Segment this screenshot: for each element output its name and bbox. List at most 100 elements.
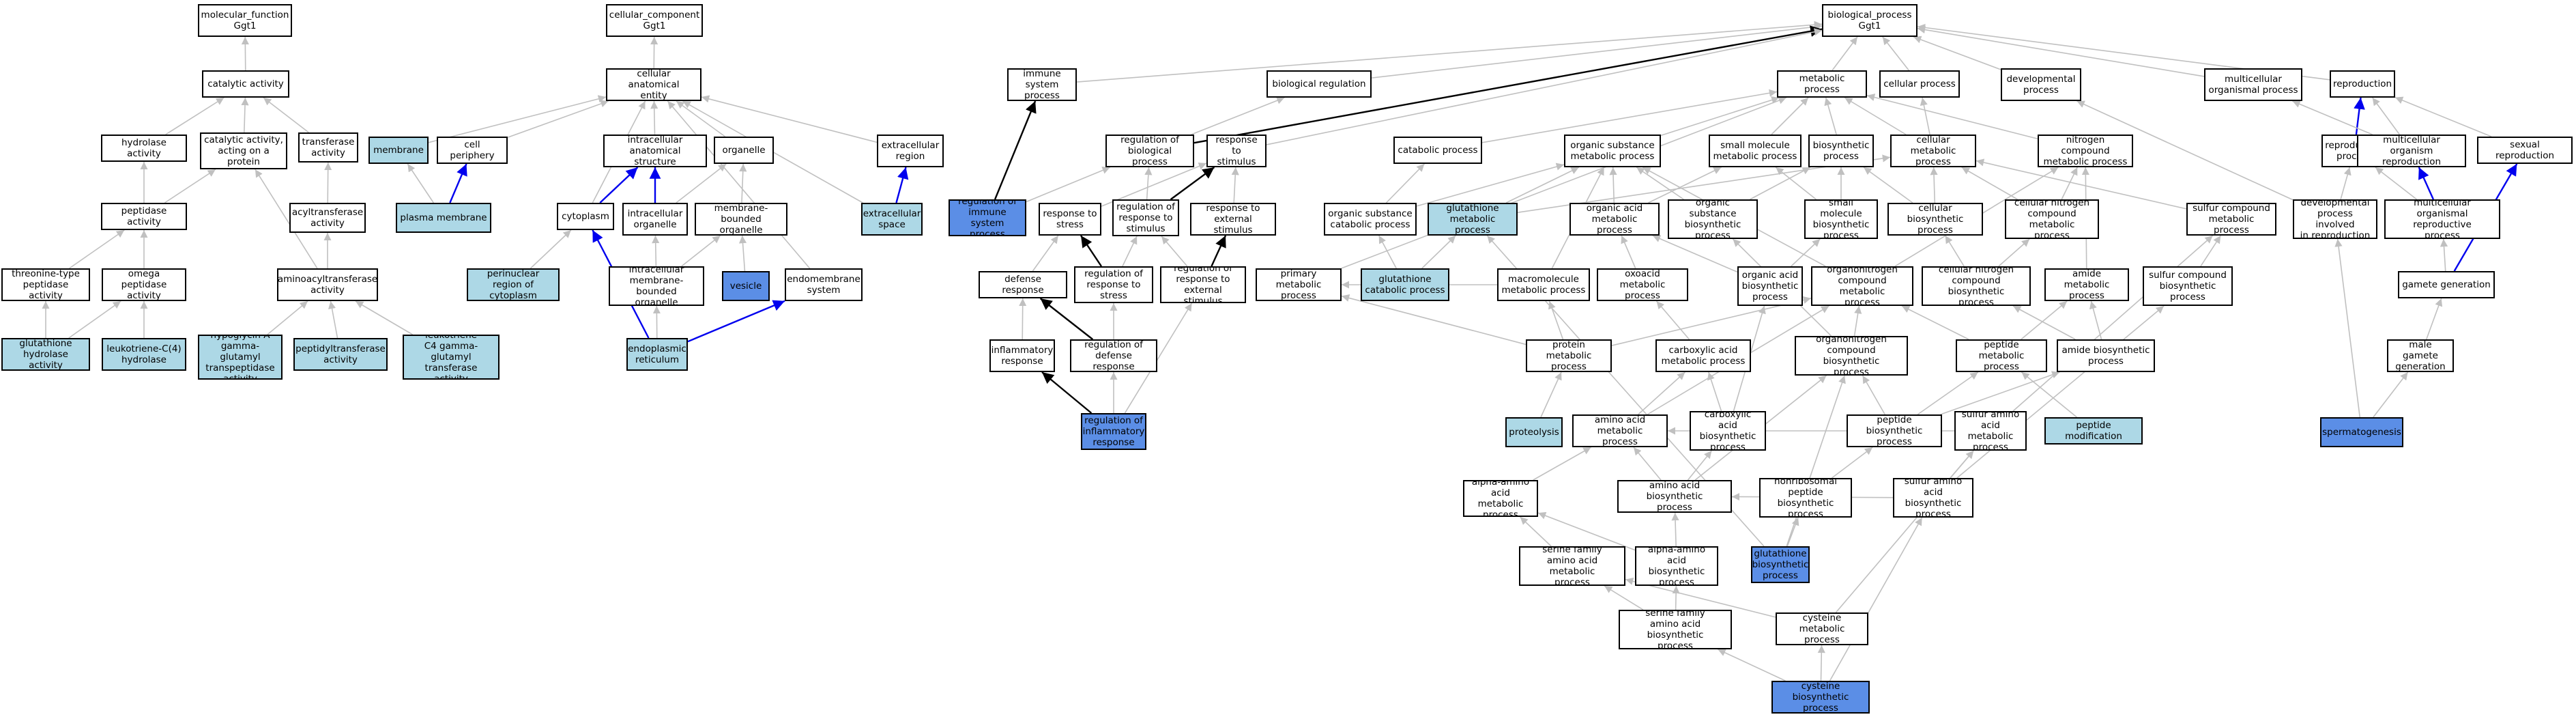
node-endoplasmic-reticulum: endoplasmic reticulum (626, 338, 688, 371)
edge-serine_bio-to-alpha_aa_bio (1672, 585, 1680, 610)
node-intracellular-anatomical-structure: intracellular anatomical structure (603, 135, 707, 167)
edge-reg_inflam-to-inflammatory (1041, 371, 1092, 414)
edge-transferase-to-catalytic (263, 97, 309, 133)
edge-gsh_cat-to-org_subst_cat (1378, 235, 1397, 269)
edge-endomembrane-to-cae (667, 100, 811, 269)
edge-reg_resp_stress-to-reg_resp_stim (1122, 236, 1138, 267)
edge-male_gamete-to-gamete_gen (2426, 298, 2443, 340)
edge-org_acid_met-to-organic_subst_met (1609, 167, 1617, 203)
edge-peptidyltransferase-to-aminoacyltransferase (328, 300, 338, 339)
edge-reg_resp_stress-to-resp_stress (1080, 235, 1102, 267)
edge-gsh_met-to-organic_subst_met (1505, 167, 1580, 203)
edge-catalytic-to-mf_root (241, 36, 249, 71)
edge-mc_org_repro-to-multicellular (2292, 100, 2373, 135)
node-cellular-biosynthetic-process: cellular biosynthetic process (1887, 203, 1983, 236)
node-metabolic-process: metabolic process (1777, 70, 1867, 98)
node-regulation-of-response-to-external-stimulus: regulation of response to external stimu… (1160, 266, 1246, 303)
edge-alpha_aa_bio-to-alpha_aa_met (1537, 511, 1636, 551)
node-regulation-of-biological-process: regulation of biological process (1105, 135, 1194, 167)
edge-inflammatory-to-defense (1019, 298, 1027, 340)
edge-carbox_bio-to-carbox_met (1707, 371, 1722, 412)
node-cysteine-metabolic-process: cysteine metabolic process (1776, 612, 1868, 645)
edge-ecr-to-cae (701, 95, 878, 143)
node-sulfur-compound-biosynthetic-process: sulfur compound biosynthetic process (2143, 266, 2233, 306)
node-sulfur-amino-acid-biosynthetic-process: sulfur amino acid biosynthetic process (1893, 478, 1973, 518)
node-developmental-process-involved-in-reproduction: developmental process involved in reprod… (2293, 199, 2377, 239)
node-catabolic-process: catabolic process (1393, 137, 1482, 164)
edge-threonine-to-peptidase (69, 229, 125, 269)
node-biological-process-root: biological_process Ggt1 (1822, 4, 1917, 37)
edge-imb_org-to-mb_org (681, 235, 721, 267)
node-peptidase-activity: peptidase activity (101, 203, 187, 230)
node-acyltransferase-activity: acyltransferase activity (289, 203, 366, 233)
edge-repro_proc-to-reproduction (2354, 97, 2365, 135)
edge-primary_met-to-metabolic (1341, 96, 1787, 269)
edge-org_acid_bio-to-org_acid_met (1652, 235, 1738, 273)
edge-org_subst_cat-to-organic_subst_met (1416, 163, 1565, 207)
node-multicellular-organismal-process: multicellular organismal process (2204, 68, 2302, 101)
node-cellular-component-root: cellular_component Ggt1 (606, 4, 703, 37)
edge-bio_reg-to-bp_root (1371, 23, 1823, 79)
edge-protein_met-to-macromol_met (1548, 300, 1564, 340)
edge-sulfur_aa_bio-to-sulfur_bio (1956, 305, 2165, 479)
edge-cytoplasm-to-ias (599, 167, 639, 203)
node-glutathione-hydrolase: glutathione hydrolase activity (1, 338, 90, 371)
node-glutathione-catabolic-process: glutathione catabolic process (1361, 268, 1449, 301)
node-leukotriene-c4-hydrolase: leukotriene-C(4) hydrolase (102, 338, 186, 371)
node-leukotriene-c4-transferase: leukotriene C4 gamma-glutamyl transferas… (403, 335, 500, 380)
node-cell-periphery: cell periphery (437, 137, 508, 164)
node-nitrogen-compound-metabolic-process: nitrogen compound metabolic process (2038, 135, 2133, 167)
node-proteolysis: proteolysis (1505, 417, 1563, 447)
edge-er-to-endomembrane (687, 300, 785, 343)
edge-mb_org-to-organelle (739, 163, 747, 203)
node-oxoacid-metabolic-process: oxoacid metabolic process (1597, 268, 1688, 301)
edge-peptide_mod-to-peptide_met (2021, 371, 2077, 418)
edge-plasma_membrane-to-membrane (407, 163, 434, 203)
edge-cysteine_bio-to-serine_bio (1718, 649, 1786, 681)
node-organic-acid-metabolic-process: organic acid metabolic process (1569, 203, 1660, 236)
edge-gsh_hydrolase-to-omega (68, 300, 121, 339)
node-response-to-stress: response to stress (1039, 203, 1101, 236)
edge-cysteine_met-to-sulfur_aa_met (1835, 450, 1974, 613)
edge-serine_bio-to-serine_met (1604, 585, 1644, 610)
node-peptidyltransferase: peptidyltransferase activity (293, 338, 388, 371)
edge-nonribo-to-peptide_bio (1831, 447, 1873, 479)
edge-serine_met-to-alpha_aa_met (1520, 516, 1552, 547)
node-sulfur-compound-metabolic-process: sulfur compound metabolic process (2186, 203, 2276, 236)
edge-ltc4_transferase-to-aminoacyltransferase (355, 300, 414, 335)
edge-immune_sys-to-bp_root (1076, 20, 1823, 83)
edge-mc_org_repro-to-reproduction (2372, 97, 2401, 135)
node-organic-substance-biosynthetic-process: organic substance biosynthetic process (1668, 199, 1758, 239)
node-transferase-activity: transferase activity (298, 132, 358, 163)
node-catalytic-activity: catalytic activity (202, 70, 289, 98)
node-hydrolase-activity: hydrolase activity (101, 135, 187, 162)
edge-spermatogenesis-to-dev_repro (2334, 238, 2361, 418)
node-regulation-of-inflammatory-response: regulation of inflammatory response (1081, 413, 1146, 450)
edge-org_subst_cat-to-catabolic (1385, 163, 1425, 203)
edge-cat_protein-to-catalytic (241, 97, 249, 133)
node-serine-family-amino-acid-metabolic-process: serine family amino acid metabolic proce… (1519, 546, 1625, 586)
node-aminoacyltransferase: aminoacyltransferase activity (277, 268, 378, 301)
edge-nitrogen_met-to-metabolic (1866, 94, 2038, 140)
edge-cell_nitro_met-to-cellular_met (1961, 167, 2018, 200)
node-defense-response: defense response (979, 271, 1067, 298)
edge-cell_bio-to-biosynthetic (1863, 167, 1913, 203)
edge-organic_subst_met-to-metabolic (1660, 96, 1780, 137)
node-cellular-metabolic-process: cellular metabolic process (1890, 135, 1976, 167)
node-macromolecule-metabolic-process: macromolecule metabolic process (1497, 268, 1590, 301)
node-biosynthetic-process: biosynthetic process (1808, 135, 1874, 167)
edge-org_acid_bio-to-small_mol_bio (1791, 238, 1821, 267)
edge-reg_immune-to-reg_bio (1026, 167, 1111, 203)
node-cellular-nitrogen-compound-metabolic-process: cellular nitrogen compound metabolic pro… (2005, 199, 2099, 239)
edge-developmental-to-bp_root (1913, 36, 2001, 70)
edge-mc_repro_proc-to-mc_org_repro (2418, 167, 2435, 200)
node-protein-metabolic-process: protein metabolic process (1526, 339, 1612, 372)
edge-sulfur_bio-to-sulfur_met (2200, 235, 2221, 267)
node-male-gamete-generation: male gamete generation (2387, 339, 2454, 372)
node-primary-metabolic-process: primary metabolic process (1256, 268, 1342, 301)
node-serine-family-amino-acid-biosynthetic-process: serine family amino acid biosynthetic pr… (1619, 610, 1732, 649)
node-endomembrane-system: endomembrane system (785, 268, 863, 301)
node-carboxylic-acid-metabolic-process: carboxylic acid metabolic process (1655, 339, 1751, 372)
edge-spermatogenesis-to-male_gamete (2373, 371, 2409, 418)
edge-cell_nitro_met-to-nitrogen_met (2061, 167, 2078, 200)
